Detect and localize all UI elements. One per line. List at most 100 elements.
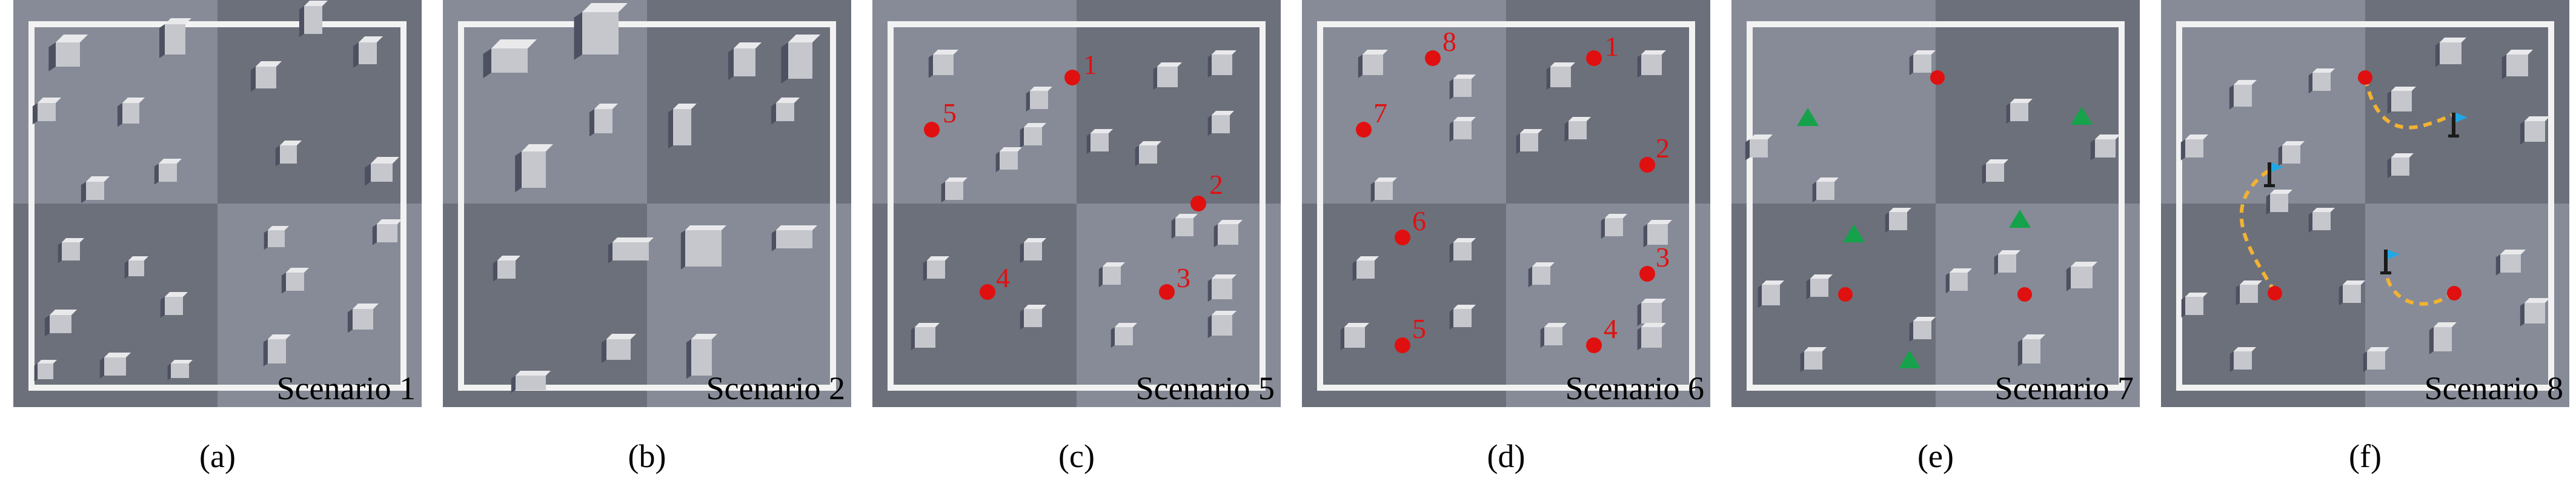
obstacle-block xyxy=(250,61,282,92)
obstacle-block xyxy=(941,177,968,203)
obstacle-block xyxy=(1358,50,1388,78)
obstacle-block xyxy=(2495,250,2526,276)
obstacle-block xyxy=(483,39,537,78)
obstacle-block xyxy=(1637,299,1666,327)
obstacle-block xyxy=(1110,323,1137,348)
goal-marker xyxy=(1586,337,1602,353)
flag-icon xyxy=(2448,113,2468,138)
goal-marker-label: 2 xyxy=(1656,133,1670,164)
goal-marker xyxy=(1159,284,1175,300)
obstacle-block xyxy=(1213,220,1243,248)
obstacle-block xyxy=(2017,334,2045,367)
obstacle-block xyxy=(1643,220,1672,248)
obstacle-block xyxy=(1564,117,1591,142)
scenario-label: Scenario 6 xyxy=(1565,370,1704,406)
obstacle-block xyxy=(2066,262,2097,291)
obstacle-block xyxy=(1909,50,1936,76)
obstacle-block xyxy=(1637,323,1666,351)
red-dot xyxy=(2358,70,2372,85)
obstacle-block xyxy=(1449,305,1476,330)
green-triangle-icon xyxy=(1797,108,1819,126)
obstacle-block xyxy=(574,3,628,60)
obstacle-block xyxy=(1449,117,1476,142)
obstacle-block xyxy=(1449,238,1476,264)
scene-image-e xyxy=(1731,0,2140,407)
obstacle-block xyxy=(167,360,193,380)
goal-marker-label: 4 xyxy=(996,262,1010,293)
green-triangle-icon xyxy=(2071,107,2093,125)
obstacle-block xyxy=(99,353,131,379)
obstacle-block xyxy=(2520,298,2550,327)
obstacle-block xyxy=(771,98,800,125)
goal-marker-label: 8 xyxy=(1442,26,1456,57)
caption-f: (f) xyxy=(2349,438,2382,474)
flag-icon xyxy=(2380,250,2400,274)
obstacle-block xyxy=(911,323,940,351)
obstacle-block xyxy=(1516,129,1542,154)
scene-image-c: 1 2 3 4 5 xyxy=(872,0,1281,407)
obstacle-block xyxy=(81,176,110,204)
obstacle-block xyxy=(928,50,958,78)
panel-d: 1 2 3 4 5 6 7 8 Scenario 6 xyxy=(1302,0,1710,407)
obstacle-block xyxy=(1370,177,1397,203)
obstacle-block xyxy=(1135,141,1161,167)
green-triangle-icon xyxy=(1843,224,1865,242)
obstacle-block xyxy=(2520,116,2550,145)
obstacle-block xyxy=(1994,250,2020,276)
obstacle-block xyxy=(728,42,762,80)
obstacle-block xyxy=(511,371,551,393)
obstacle-block xyxy=(1449,75,1476,100)
scene-image-a xyxy=(13,0,422,407)
obstacle-block xyxy=(2180,134,2208,161)
obstacle-block xyxy=(771,225,817,251)
obstacle-block xyxy=(124,256,148,279)
goal-marker xyxy=(1425,50,1441,66)
obstacle-block xyxy=(1546,62,1575,90)
scenario-label: Scenario 7 xyxy=(1994,370,2134,406)
obstacle-block xyxy=(2090,134,2120,161)
caption-e: (e) xyxy=(1917,438,1954,474)
obstacle-block xyxy=(353,36,383,68)
goal-marker-label: 7 xyxy=(1373,98,1387,128)
scene-image-f xyxy=(2161,0,2569,407)
obstacle-block xyxy=(2308,208,2335,233)
obstacle-block xyxy=(2387,87,2416,114)
green-triangle-icon xyxy=(1899,350,1920,368)
goal-marker-label: 3 xyxy=(1656,242,1670,273)
green-triangles xyxy=(1797,107,2093,368)
obstacle-block xyxy=(264,226,289,250)
goal-markers: 1 2 3 4 5 6 7 8 xyxy=(1356,26,1670,353)
obstacle-block xyxy=(493,256,520,282)
obstacle-block xyxy=(1207,274,1237,302)
obstacle-block xyxy=(1800,347,1827,373)
obstacle-block xyxy=(2236,280,2262,306)
panel-e: Scenario 7 xyxy=(1731,0,2140,407)
obstacle-block xyxy=(1601,214,1627,239)
scenario-label: Scenario 2 xyxy=(706,370,845,406)
obstacle-block xyxy=(2387,153,2414,179)
panel-f: Scenario 8 xyxy=(2161,0,2569,407)
obstacle-block xyxy=(1086,129,1113,154)
obstacle-block xyxy=(995,147,1022,173)
flag-icon xyxy=(2264,162,2283,187)
obstacle-block xyxy=(923,256,949,282)
obstacle-block xyxy=(2501,50,2533,79)
obstacle-block xyxy=(1098,262,1125,288)
obstacle-block xyxy=(2266,190,2292,215)
obstacle-block xyxy=(2339,280,2365,306)
panel-c: 1 2 3 4 5 Scenario 5 xyxy=(872,0,1281,407)
obstacle-block xyxy=(515,144,553,193)
obstacle-block xyxy=(1207,50,1237,78)
goal-marker-label: 5 xyxy=(1412,313,1426,344)
obstacle-block xyxy=(1885,208,1911,233)
scenario-label: Scenario 8 xyxy=(2424,370,2563,406)
obstacle-block xyxy=(1812,177,1839,203)
goal-marker-label: 2 xyxy=(1209,169,1223,200)
goal-marker xyxy=(1356,122,1372,138)
obstacle-block xyxy=(347,304,379,333)
obstacle-block xyxy=(1352,256,1379,282)
obstacle-block xyxy=(2278,141,2305,167)
goal-markers: 1 2 3 4 5 xyxy=(924,49,1223,300)
obstacle-block xyxy=(372,219,402,245)
obstacle-block xyxy=(1945,268,1972,294)
